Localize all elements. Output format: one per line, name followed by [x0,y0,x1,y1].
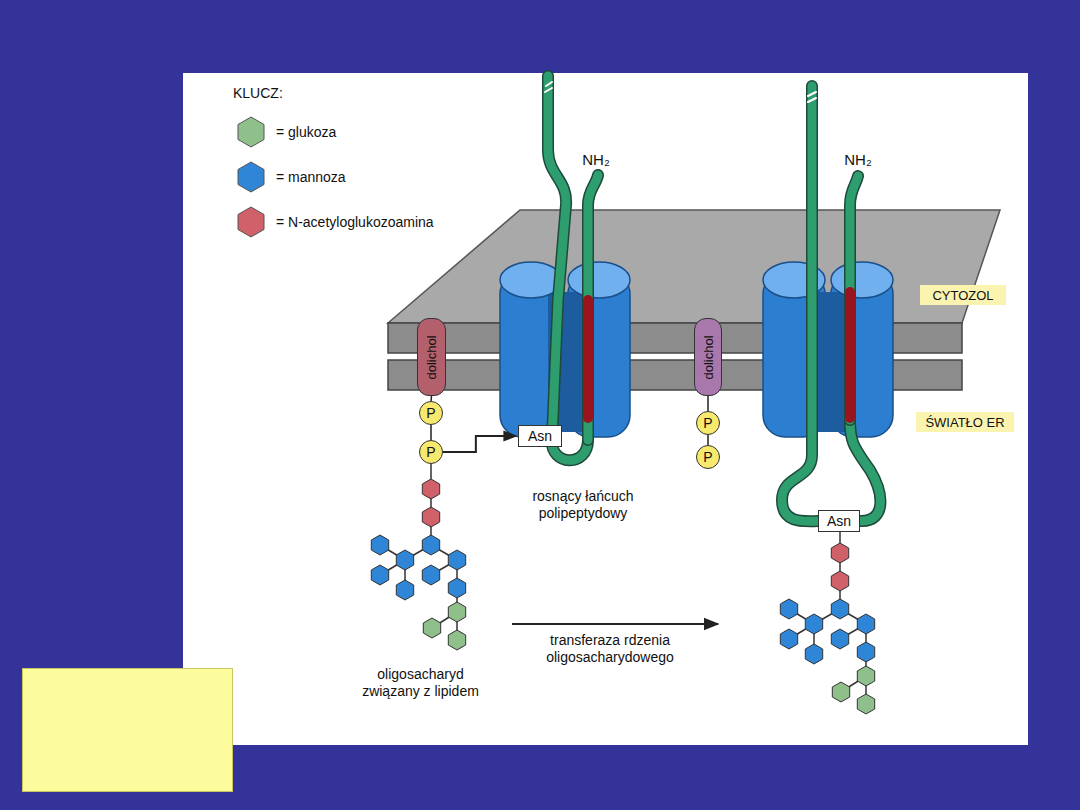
legend-swatch [238,207,264,237]
sugar-residue [422,565,439,585]
phosphate-circle: P [419,401,443,425]
bond-line [707,435,709,445]
sugar-residue [857,614,874,634]
compartment-tag: ŚWIATŁO ER [916,412,1014,432]
node-text: P [426,444,435,460]
phosphate-bond [430,464,432,479]
terminus-label: NH₂ [566,151,626,169]
legend-item: = mannoza [234,160,346,194]
phosphate-circle: P [419,440,443,464]
bond-line [430,425,432,440]
node-text: P [426,405,435,421]
phosphate-circle: P [696,411,720,435]
legend-swatch [234,205,268,239]
legend-item: = glukoza [234,115,336,149]
caption-label: oligosacharyd związany z lipidem [348,666,493,700]
dolichol-anchor: dolichol [417,318,446,396]
sugar-residue [857,642,874,662]
legend-swatch [238,117,264,147]
sugar-residue [422,535,439,555]
sugar-residue [422,479,439,499]
translocon [763,262,893,437]
legend-item: = N-acetyloglukozoamina [234,205,434,239]
sugar-residue [831,543,848,563]
sugar-residue [831,599,848,619]
residue-box: Asn [818,510,860,532]
dolichol-anchor: dolichol [694,318,722,396]
legend-text: = glukoza [276,124,336,141]
legend-swatch [234,115,268,149]
node-text: CYTOZOL [932,288,993,303]
reaction-arrow [512,623,718,625]
polypeptide-chain [545,76,598,460]
sugar-residue [857,666,874,686]
compartment-tag: CYTOZOL [920,285,1006,305]
sugar-residue [832,682,849,702]
caption-label: rosnący łańcuch polipeptydowy [508,488,658,522]
bond-line [707,396,709,411]
sugar-residue [857,694,874,714]
legend-swatch [234,160,268,194]
terminus-label: NH₂ [828,151,888,169]
legend-text: = mannoza [276,169,346,186]
sugar-residue [396,550,413,570]
sugar-residue [422,507,439,527]
sugar-residue [371,565,388,585]
sugar-residue [448,578,465,598]
legend-swatch [238,162,264,192]
sugar-residue [448,630,465,650]
legend-heading: KLUCZ: [233,85,313,102]
sugar-residue [448,550,465,570]
sugar-residue [805,644,822,664]
transfer-arrow [443,436,516,452]
sugar-residue [371,535,388,555]
phosphate-circle: P [696,445,720,469]
residue-box: Asn [518,425,562,447]
node-text: Asn [528,428,552,444]
node-text: dolichol [701,335,716,379]
membrane-top [388,210,1000,323]
sugar-residue [831,629,848,649]
sugar-residue [423,618,440,638]
enzyme-label: transferaza rdzenia oligosacharydowego [520,632,700,666]
sugar-residue [831,571,848,591]
sugar-residue [780,599,797,619]
sugar-residue [448,602,465,622]
legend-text: = N-acetyloglukozoamina [276,214,434,231]
note-box [22,668,233,792]
node-text: ŚWIATŁO ER [925,415,1004,430]
sugar-residue [396,580,413,600]
sugar-residue [780,629,797,649]
node-text: P [703,415,712,431]
node-text: P [703,449,712,465]
sugar-residue [805,614,822,634]
node-text: dolichol [424,335,439,379]
node-text: Asn [827,513,851,529]
glycosidic-bond [839,532,841,543]
